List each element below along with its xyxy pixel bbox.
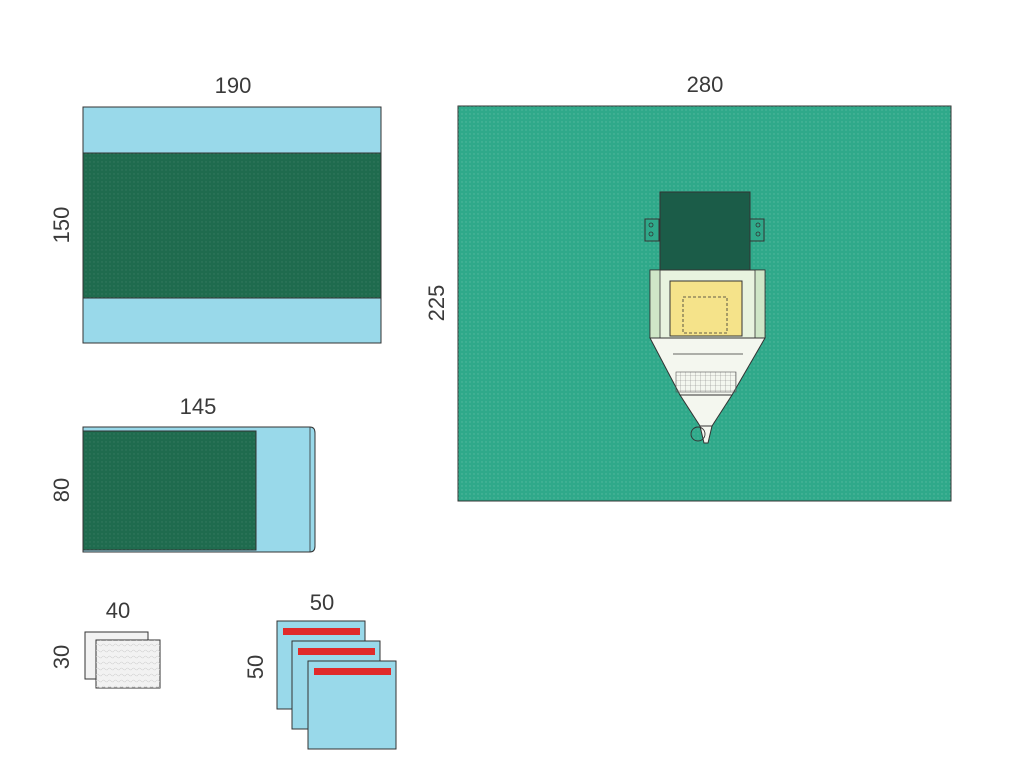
tape-drapes-50x50 [276, 620, 397, 750]
fluid-pouch [649, 269, 766, 444]
gauze-40x30-height-label: 30 [49, 644, 74, 670]
drape-280x225-width-label: 280 [686, 72, 724, 97]
drape-145x80-width-label: 145 [179, 394, 217, 419]
gauze-40x30 [84, 631, 161, 689]
mesh-filter [675, 371, 737, 393]
drape-145x80 [82, 426, 316, 553]
drape-145x80-height-label: 80 [49, 477, 74, 503]
incise-film [669, 280, 743, 337]
drape-280x225 [457, 105, 952, 502]
drape-280x225-height-label: 225 [424, 284, 449, 322]
gauze-40x30-width-label: 40 [105, 598, 131, 623]
tube-holder-right-icon [749, 218, 765, 242]
drain-port-icon [690, 426, 706, 442]
tube-holder-left-icon [644, 218, 660, 242]
drape-190x150-width-label: 190 [214, 73, 252, 98]
drape-190x150 [82, 106, 382, 344]
tape-drapes-50x50-height-label: 50 [243, 654, 268, 680]
tape-drapes-50x50-width-label: 50 [309, 590, 335, 615]
drape-190x150-height-label: 150 [49, 206, 74, 244]
top-flap [659, 191, 751, 275]
